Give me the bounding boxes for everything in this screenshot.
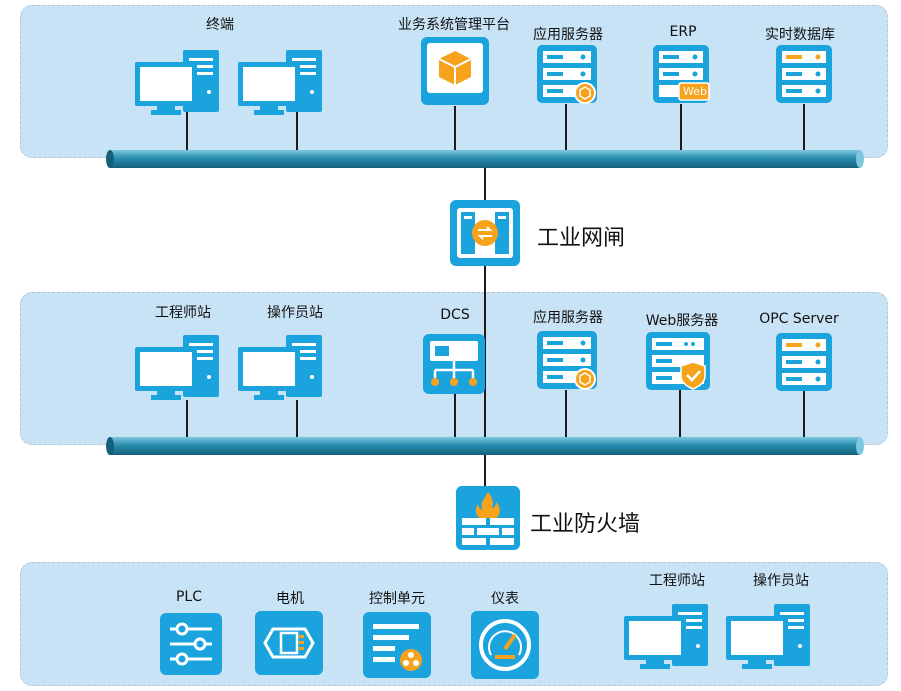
rtdb-server-icon[interactable] — [776, 45, 834, 105]
label-app-server-1: 应用服务器 — [533, 27, 603, 43]
label-plc: PLC — [175, 589, 203, 605]
label-mgmt-platform: 业务系统管理平台 — [398, 17, 510, 33]
label-motor: 电机 — [276, 591, 304, 607]
label-rtdb: 实时数据库 — [765, 27, 835, 43]
terminal-pc-1[interactable] — [135, 48, 225, 116]
label-opc-server: OPC Server — [759, 311, 839, 327]
label-firewall: 工业防火墙 — [530, 512, 641, 537]
control-bus — [106, 437, 864, 455]
operator-station-pc[interactable] — [238, 333, 328, 401]
dcs-icon[interactable] — [423, 334, 485, 394]
label-web-server: Web服务器 — [645, 313, 719, 329]
label-field-engineer: 工程师站 — [649, 573, 705, 589]
meter-icon[interactable] — [471, 611, 539, 679]
label-control-unit: 控制单元 — [369, 591, 425, 607]
firewall-icon[interactable] — [456, 486, 520, 550]
label-erp: ERP — [669, 24, 697, 40]
engineer-station-pc[interactable] — [135, 333, 225, 401]
label-dcs: DCS — [440, 307, 470, 323]
label-gateway: 工业网闸 — [537, 226, 626, 251]
label-field-operator: 操作员站 — [753, 573, 809, 589]
gateway-icon[interactable] — [450, 200, 520, 266]
label-meter: 仪表 — [491, 591, 519, 607]
web-badge-text: Web — [683, 85, 707, 98]
opc-server-icon[interactable] — [776, 333, 834, 393]
web-server-icon[interactable] — [646, 332, 714, 392]
label-operator-station: 操作员站 — [267, 305, 323, 321]
app-server-2-icon[interactable] — [537, 331, 599, 391]
plc-icon[interactable] — [160, 613, 222, 675]
motor-icon[interactable] — [255, 611, 323, 675]
field-operator-pc[interactable] — [726, 602, 816, 670]
control-unit-icon[interactable] — [363, 612, 431, 678]
erp-server-icon[interactable] — [653, 45, 715, 105]
label-engineer-station: 工程师站 — [155, 305, 211, 321]
mgmt-platform-icon[interactable] — [421, 37, 489, 105]
label-app-server-2: 应用服务器 — [533, 310, 603, 326]
enterprise-bus — [106, 150, 864, 168]
field-engineer-pc[interactable] — [624, 602, 714, 670]
label-terminal: 终端 — [206, 17, 234, 33]
app-server-1-icon[interactable] — [537, 45, 599, 105]
terminal-pc-2[interactable] — [238, 48, 328, 116]
